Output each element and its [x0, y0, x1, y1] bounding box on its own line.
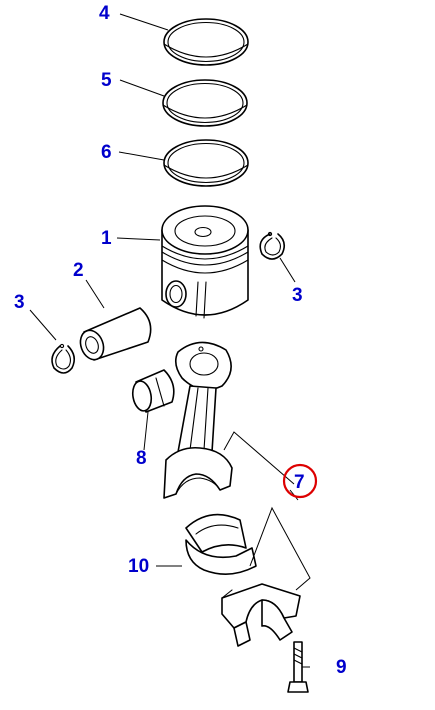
snap-ring-left[interactable] — [51, 343, 76, 374]
callout-8[interactable]: 8 — [136, 448, 147, 469]
rod-bearing[interactable] — [185, 513, 257, 575]
callout-3-right[interactable]: 3 — [292, 285, 303, 306]
piston-ring-4[interactable] — [163, 18, 249, 66]
piston-ring-6[interactable] — [163, 139, 249, 187]
leader-lines — [29, 13, 311, 668]
callout-4[interactable]: 4 — [99, 3, 110, 24]
callout-3-left[interactable]: 3 — [14, 292, 25, 313]
callout-7[interactable]: 7 — [294, 472, 305, 493]
snap-ring-right[interactable] — [259, 231, 286, 260]
callout-5[interactable]: 5 — [101, 70, 112, 91]
callout-1[interactable]: 1 — [101, 228, 112, 249]
callouts: 4 5 6 1 2 3 3 8 7 10 9 — [14, 3, 347, 678]
piston-pin[interactable] — [77, 307, 152, 363]
piston[interactable] — [161, 205, 249, 319]
callout-2[interactable]: 2 — [73, 260, 84, 281]
callout-10[interactable]: 10 — [128, 556, 149, 577]
callout-9[interactable]: 9 — [336, 657, 347, 678]
connecting-rod[interactable] — [163, 341, 233, 499]
callout-7-highlight-ring — [282, 463, 318, 499]
rod-bushing[interactable] — [131, 369, 175, 413]
callout-6[interactable]: 6 — [101, 142, 112, 163]
rod-bolt[interactable] — [287, 641, 309, 693]
rod-cap[interactable] — [221, 583, 301, 647]
piston-ring-5[interactable] — [162, 79, 248, 127]
